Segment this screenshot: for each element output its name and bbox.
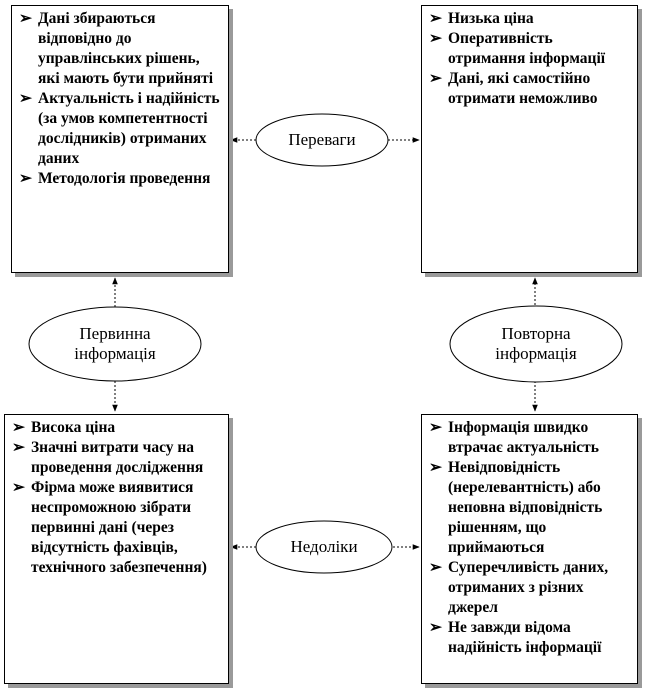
arrow-bullet-icon: ➢ bbox=[429, 459, 442, 476]
list-item-text: Низька ціна bbox=[448, 10, 534, 27]
arrow-bullet-icon: ➢ bbox=[429, 619, 442, 636]
list-item-text: Дані збираються відповідно до управлінсь… bbox=[38, 10, 214, 87]
list-item: ➢ Суперечливість даних, отриманих з різни… bbox=[426, 558, 633, 618]
list-item: ➢ Оперативність отримання інформації bbox=[426, 29, 633, 69]
primary-info-label-line2: інформація bbox=[74, 344, 156, 363]
list-item: ➢ Не завжди відома надійність інформації bbox=[426, 618, 633, 658]
primary-advantages-box: ➢ Дані збираються відповідно до управлінс… bbox=[11, 5, 229, 273]
secondary-info-label-line2: інформація bbox=[495, 344, 577, 363]
list-item-text: Невідповідність (нерелевантність) або не… bbox=[448, 459, 603, 556]
arrow-bullet-icon: ➢ bbox=[429, 10, 442, 27]
list-item-text: Значні витрати часу на проведення дослід… bbox=[31, 439, 204, 476]
advantages-label: Переваги bbox=[288, 130, 356, 149]
arrow-bullet-icon: ➢ bbox=[429, 419, 442, 436]
disadvantages-label: Недоліки bbox=[290, 537, 358, 556]
arrow-bullet-icon: ➢ bbox=[12, 419, 25, 436]
secondary-disadvantages-box: ➢Інформація швидко втрачає актуальність … bbox=[421, 414, 638, 684]
secondary-advantages-box: ➢ Низька ціна ➢ Оперативність отримання ін… bbox=[421, 5, 638, 273]
list-item-text: Суперечливість даних, отриманих з різних… bbox=[448, 559, 609, 616]
list-item: ➢ Невідповідність (нерелевантність) або н… bbox=[426, 458, 633, 558]
list-item-text: Оперативність отримання інформації bbox=[448, 30, 606, 67]
primary-info-label: Первинна інформація bbox=[40, 324, 190, 364]
list-item: ➢ Низька ціна bbox=[426, 9, 633, 29]
secondary-info-label-line1: Повторна bbox=[501, 324, 571, 343]
list-item: ➢ Фірма може виявитися неспроможною зібра… bbox=[9, 478, 222, 578]
advantages-ellipse bbox=[255, 113, 389, 167]
list-item-text: Дані, які самостійно отримати неможливо bbox=[448, 70, 598, 107]
secondary-info-label: Повторна інформація bbox=[461, 324, 611, 364]
arrow-bullet-icon: ➢ bbox=[19, 10, 32, 27]
list-item: ➢ Методологія проведення bbox=[16, 169, 222, 189]
list-item-text: Фірма може виявитися неспроможною зібрат… bbox=[31, 479, 207, 576]
arrow-bullet-icon: ➢ bbox=[19, 90, 32, 107]
primary-advantages-list: ➢ Дані збираються відповідно до управлінс… bbox=[16, 9, 222, 189]
secondary-advantages-list: ➢ Низька ціна ➢ Оперативність отримання ін… bbox=[426, 9, 633, 109]
list-item: ➢ Значні витрати часу на проведення дослі… bbox=[9, 438, 222, 478]
primary-info-label-line1: Первинна bbox=[79, 324, 151, 343]
list-item-text: Висока ціна bbox=[31, 419, 116, 436]
arrow-bullet-icon: ➢ bbox=[12, 479, 25, 496]
secondary-disadvantages-list: ➢Інформація швидко втрачає актуальність … bbox=[426, 418, 633, 658]
arrow-bullet-icon: ➢ bbox=[19, 170, 32, 187]
list-item-text: Методологія проведення bbox=[38, 170, 211, 187]
list-item-text: Інформація швидко втрачає актуальність bbox=[448, 419, 599, 456]
list-item: ➢ Інформація швидко втрачає актуальність bbox=[426, 418, 633, 458]
list-item-text: Не завжди відома надійність інформації bbox=[448, 619, 602, 656]
list-item-text: Актуальність і надійність (за умов компе… bbox=[38, 90, 220, 167]
list-item: ➢ Дані збираються відповідно до управлінс… bbox=[16, 9, 222, 89]
primary-disadvantages-box: ➢ Висока ціна ➢ Значні витрати часу на про… bbox=[4, 414, 229, 684]
list-item: ➢ Дані, які самостійно отримати неможливо bbox=[426, 69, 633, 109]
arrow-bullet-icon: ➢ bbox=[429, 559, 442, 576]
arrow-bullet-icon: ➢ bbox=[429, 30, 442, 47]
secondary-info-ellipse bbox=[449, 305, 623, 383]
list-item: ➢ Висока ціна bbox=[9, 418, 222, 438]
arrow-bullet-icon: ➢ bbox=[429, 70, 442, 87]
arrow-bullet-icon: ➢ bbox=[12, 439, 25, 456]
disadvantages-ellipse bbox=[255, 520, 393, 574]
primary-disadvantages-list: ➢ Висока ціна ➢ Значні витрати часу на про… bbox=[9, 418, 222, 578]
primary-info-ellipse bbox=[28, 306, 202, 382]
list-item: ➢ Актуальність і надійність (за умов комп… bbox=[16, 89, 222, 169]
